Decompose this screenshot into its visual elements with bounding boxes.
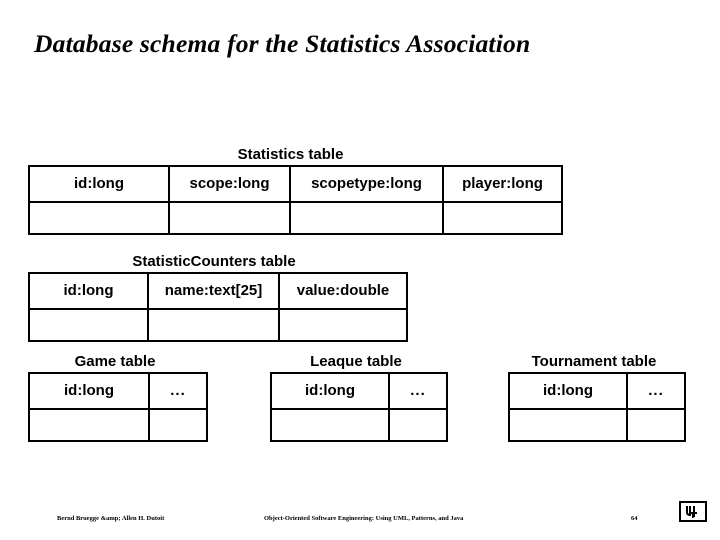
book-logo-icon (679, 501, 707, 522)
data-cell (168, 201, 291, 235)
schema-table-leaque: id:long ... (270, 372, 448, 442)
table-block-statistic-counters: StatisticCounters table id:long name:tex… (28, 253, 408, 342)
table-row: id:long ... (270, 372, 448, 410)
column-header-cell: value:double (278, 272, 408, 310)
table-row: id:long ... (28, 372, 208, 410)
footer-book-title: Object-Oriented Software Engineering: Us… (264, 515, 464, 522)
column-header-cell: id:long (270, 372, 390, 410)
table-caption-statistics: Statistics table (237, 146, 344, 163)
data-cell (148, 408, 208, 442)
footer-authors: Bernd Bruegge &amp; Allen H. Dutoit (57, 515, 165, 522)
column-header-cell: id:long (28, 372, 150, 410)
column-header-cell-ellipsis: ... (388, 372, 448, 410)
data-cell (508, 408, 628, 442)
column-header-cell: player:long (442, 165, 563, 203)
table-row: id:long ... (508, 372, 686, 410)
data-cell (28, 201, 170, 235)
data-cell (626, 408, 686, 442)
table-row (28, 408, 208, 442)
data-cell (442, 201, 563, 235)
data-cell (278, 308, 408, 342)
data-cell (270, 408, 390, 442)
column-header-cell-ellipsis: ... (626, 372, 686, 410)
table-caption-game: Game table (74, 353, 156, 370)
column-header-cell: scopetype:long (289, 165, 444, 203)
table-block-tournament: Tournament table id:long ... (508, 353, 686, 442)
table-row: id:long name:text[25] value:double (28, 272, 408, 310)
schema-table-tournament: id:long ... (508, 372, 686, 442)
schema-table-statistic-counters: id:long name:text[25] value:double (28, 272, 408, 342)
table-row (508, 408, 686, 442)
table-caption-tournament: Tournament table (531, 353, 657, 370)
data-cell (28, 308, 149, 342)
column-header-cell: scope:long (168, 165, 291, 203)
column-header-cell: name:text[25] (147, 272, 280, 310)
table-block-game: Game table id:long ... (28, 353, 208, 442)
table-row (28, 201, 563, 235)
data-cell (28, 408, 150, 442)
column-header-cell-ellipsis: ... (148, 372, 208, 410)
data-cell (388, 408, 448, 442)
column-header-cell: id:long (508, 372, 628, 410)
table-row (270, 408, 448, 442)
table-caption-leaque: Leaque table (310, 353, 402, 370)
data-cell (289, 201, 444, 235)
page-title: Database schema for the Statistics Assoc… (34, 29, 531, 58)
data-cell (147, 308, 280, 342)
table-row: id:long scope:long scopetype:long player… (28, 165, 563, 203)
schema-table-statistics: id:long scope:long scopetype:long player… (28, 165, 563, 235)
table-block-leaque: Leaque table id:long ... (270, 353, 448, 442)
column-header-cell: id:long (28, 272, 149, 310)
schema-table-game: id:long ... (28, 372, 208, 442)
footer-page-number: 64 (631, 515, 638, 522)
table-block-statistics: Statistics table id:long scope:long scop… (28, 146, 563, 235)
table-caption-statistic-counters: StatisticCounters table (132, 253, 296, 270)
table-row (28, 308, 408, 342)
column-header-cell: id:long (28, 165, 170, 203)
